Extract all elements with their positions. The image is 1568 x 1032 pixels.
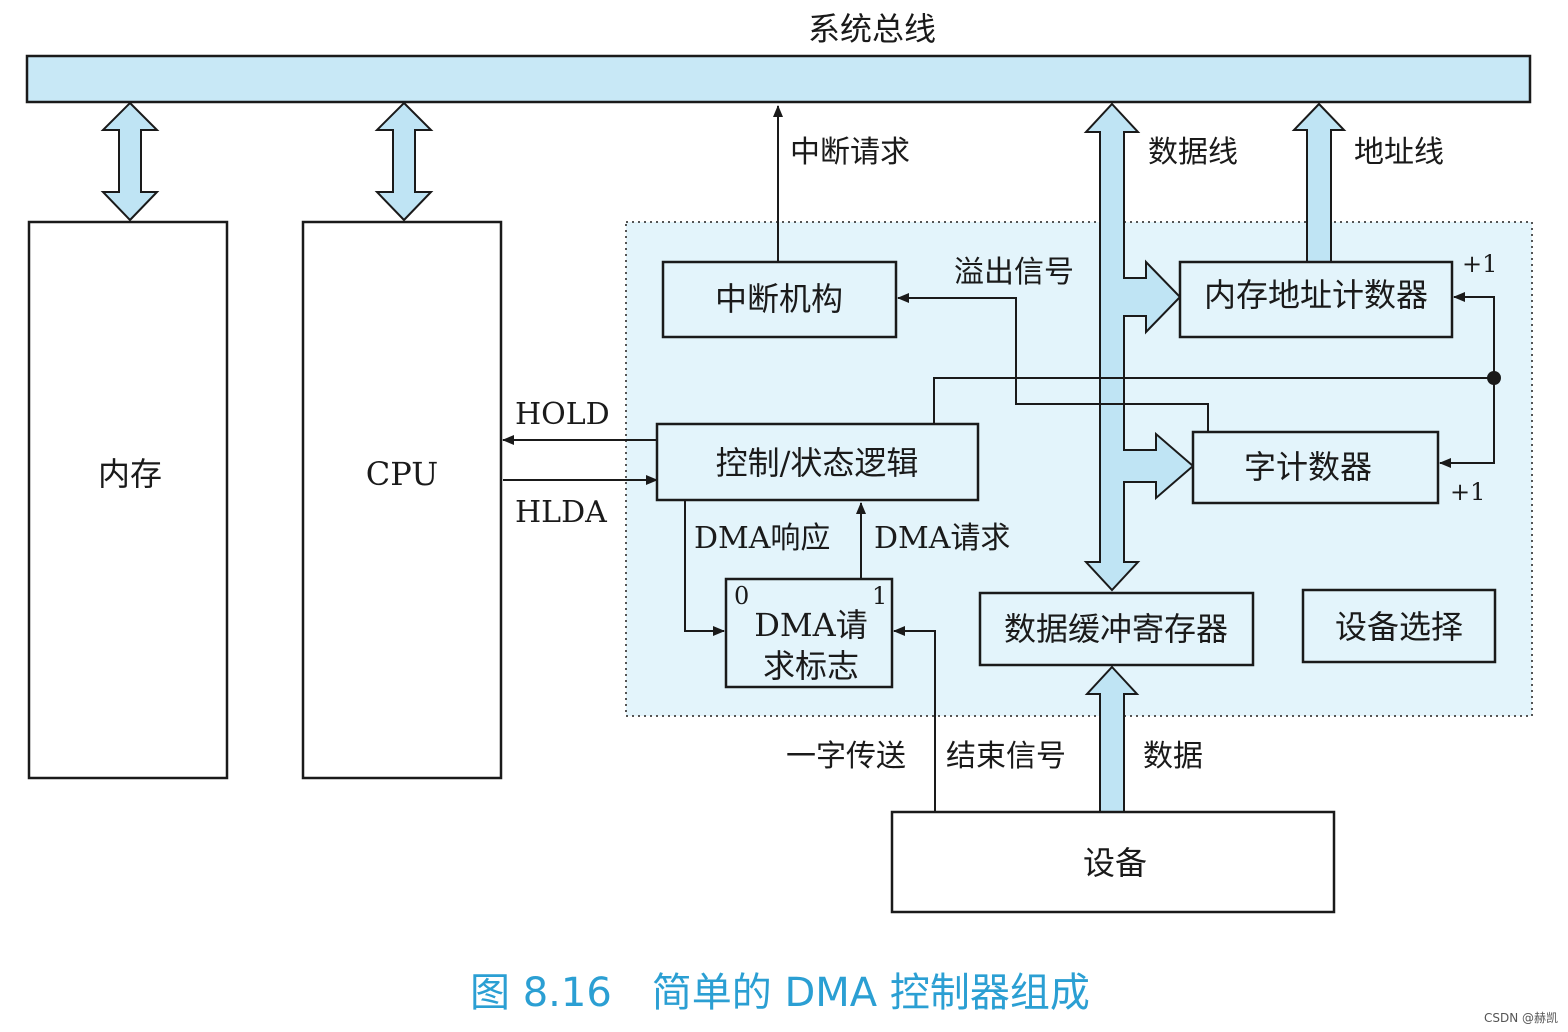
interrupt-mechanism-label: 中断机构 [715,280,843,318]
dma-request-flag-box [724,577,894,689]
one-word-transfer-label: 一字传送 [786,739,906,774]
dma-flag-line1-label: DMA请 [754,606,868,644]
memory-box [27,220,229,780]
control-status-logic-box [655,422,980,502]
dma-flag-line2-label: 求标志 [763,647,859,685]
device-data-arrow [1084,665,1140,813]
overflow-signal-line [897,293,1209,432]
word-counter-label: 字计数器 [1244,448,1372,486]
device-label: 设备 [1083,844,1147,882]
device-select-box [1301,588,1497,664]
watermark: CSDN @赫凯 [1484,1011,1558,1025]
overflow-signal-label: 溢出信号 [954,255,1074,290]
device-select-label: 设备选择 [1335,608,1463,646]
data-line-arrow [1083,102,1195,592]
data-buffer-register-label: 数据缓冲寄存器 [1004,610,1228,648]
memory-address-counter-label: 内存地址计数器 [1204,276,1428,314]
word-counter-increment-line [1439,378,1495,468]
control-counter-line [933,377,1494,423]
hlda-label: HLDA [515,495,607,530]
control-status-logic-label: 控制/状态逻辑 [716,444,919,482]
cpu-bus-arrow [374,101,434,222]
interrupt-request-label: 中断请求 [790,135,910,170]
end-signal-label: 结束信号 [946,739,1066,774]
cpu-label: CPU [366,455,438,493]
word-counter-box [1191,430,1440,505]
memory-bus-arrow [100,101,160,222]
flag-one-label: 1 [872,582,887,610]
cpu-box [301,220,503,780]
device-box [890,810,1336,914]
flag-zero-label: 0 [734,582,749,610]
figure-caption: 图 8.16 简单的 DMA 控制器组成 [470,970,1090,1016]
data-label: 数据 [1143,739,1203,774]
end-signal-line [893,626,936,812]
address-counter-increment-line [1453,292,1495,378]
dma-request-label: DMA请求 [874,521,1010,556]
system-bus-label: 系统总线 [808,10,936,48]
data-line-label: 数据线 [1148,135,1238,170]
plus-one-top-label: +1 [1462,250,1497,278]
memory-label: 内存 [98,455,162,493]
address-line-label: 地址线 [1354,135,1444,170]
plus-one-bottom-label: +1 [1450,478,1485,506]
data-buffer-register-box [978,591,1255,667]
system-bus [25,54,1532,104]
hold-label: HOLD [515,397,610,432]
interrupt-mechanism-box [661,260,898,339]
memory-address-counter-box [1178,260,1454,339]
dma-response-line [684,501,725,636]
dma-response-label: DMA响应 [694,521,830,556]
